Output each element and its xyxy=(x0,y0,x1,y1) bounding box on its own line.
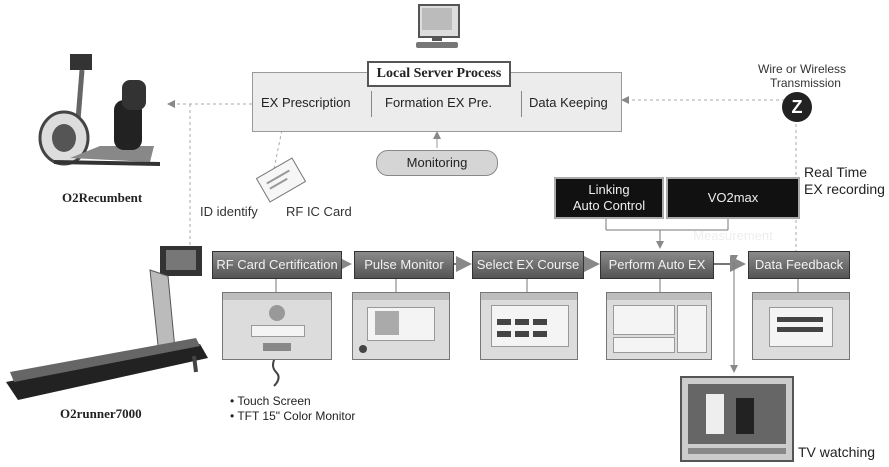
tv-screen-image xyxy=(680,376,794,462)
monitoring-pill: Monitoring xyxy=(376,150,498,176)
linking-line-1: Linking xyxy=(588,182,630,197)
screen-thumb-certification xyxy=(222,292,332,360)
server-item-data-keeping: Data Keeping xyxy=(529,95,608,110)
step-rf-card-certification: RF Card Certification xyxy=(212,251,342,279)
divider xyxy=(521,91,522,117)
realtime-line-1: Real Time xyxy=(804,164,868,180)
server-item-formation: Formation EX Pre. xyxy=(385,95,492,110)
screen-thumb-select xyxy=(480,292,578,360)
rf-ic-card-label: RF IC Card xyxy=(286,204,352,219)
realtime-line-2: EX recording xyxy=(804,181,885,197)
linking-auto-control-box: Linking Auto Control xyxy=(554,177,664,219)
screen-thumb-feedback xyxy=(752,292,850,360)
wireless-label-2: Transmission xyxy=(770,76,841,90)
server-item-ex-prescription: EX Prescription xyxy=(261,95,351,110)
feature-touch-screen: • Touch Screen xyxy=(230,394,311,408)
server-title: Local Server Process xyxy=(367,61,511,87)
treadmill-image xyxy=(6,246,208,400)
screen-thumb-perform xyxy=(606,292,712,360)
recumbent-bike-image xyxy=(38,54,161,166)
zigbee-logo: Z xyxy=(782,92,812,122)
zigbee-letter: Z xyxy=(791,97,803,117)
step-select-ex-course: Select EX Course xyxy=(472,251,584,279)
feature-tft-monitor: • TFT 15" Color Monitor xyxy=(230,409,356,423)
tv-watching-label: TV watching xyxy=(798,444,876,460)
wireless-label-1: Wire or Wireless xyxy=(758,62,847,76)
treadmill-label: O2runner7000 xyxy=(60,406,142,421)
step-pulse-monitor: Pulse Monitor xyxy=(354,251,454,279)
divider xyxy=(371,91,372,117)
id-identify-label: ID identify xyxy=(200,204,258,219)
step-perform-auto-ex: Perform Auto EX xyxy=(600,251,714,279)
step-data-feedback: Data Feedback xyxy=(748,251,850,279)
linking-line-2: Auto Control xyxy=(572,198,646,213)
local-server-process-panel: Local Server Process EX Prescription For… xyxy=(252,61,622,132)
vo2max-box: VO2max Measurement xyxy=(666,177,800,243)
server-computer-icon xyxy=(412,4,462,50)
screen-thumb-pulse xyxy=(352,292,450,360)
recumbent-label: O2Recumbent xyxy=(62,190,143,205)
